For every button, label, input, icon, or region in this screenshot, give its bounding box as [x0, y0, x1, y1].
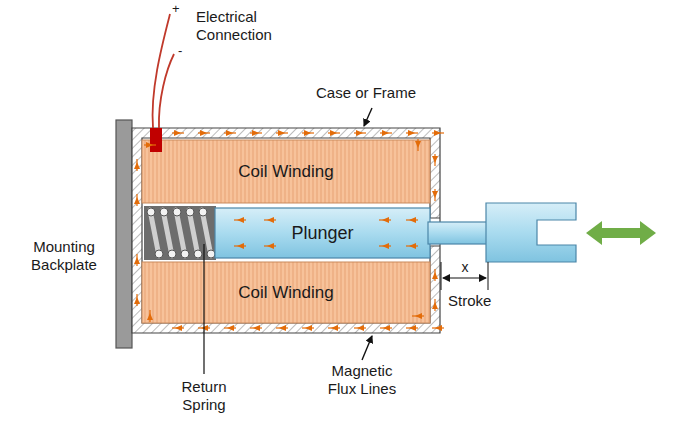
spring-chamber [144, 206, 216, 260]
flux-arrows [134, 130, 444, 331]
flux-arrow [435, 325, 442, 331]
flux-arrow [175, 325, 182, 331]
flux-arrow [134, 197, 140, 204]
flux-arrow [305, 325, 312, 331]
spring-coil [163, 210, 172, 256]
flux-arrow [146, 142, 153, 148]
part-label: Mounting Backplate [14, 238, 114, 274]
part-label: Magnetic Flux Lines [316, 362, 408, 398]
leader-line [362, 336, 372, 360]
node-text: Coil Winding [238, 162, 333, 182]
flux-arrow [432, 302, 438, 309]
leader-line [203, 244, 204, 374]
part-label: Case or Frame [316, 84, 446, 102]
flux-arrow [383, 325, 390, 331]
flux-arrow [432, 156, 438, 163]
flux-arrow [134, 162, 140, 169]
coil-winding: Coil Winding [142, 140, 430, 203]
flux-arrow [227, 325, 234, 331]
spring-coil [189, 210, 198, 256]
flux-arrow [252, 130, 259, 136]
flux-arrow [267, 243, 274, 249]
wire [159, 54, 174, 128]
dimension-tick [488, 262, 489, 290]
terminal-sign: - [178, 42, 192, 60]
flux-arrow [147, 313, 153, 320]
flux-arrow [279, 325, 286, 331]
flux-arrow [434, 130, 441, 136]
flux-arrow [432, 272, 438, 279]
dimension-tick [441, 262, 442, 290]
flux-arrow [237, 243, 244, 249]
plunger [215, 208, 430, 258]
backplate [116, 120, 132, 348]
flux-arrow [174, 130, 181, 136]
spring-coil [168, 250, 176, 258]
flux-arrow [415, 313, 422, 319]
spring-coil [199, 208, 207, 216]
terminal-sign: + [172, 0, 186, 18]
flux-arrow [356, 130, 363, 136]
flux-arrow [331, 325, 338, 331]
clevis [486, 203, 576, 262]
flux-arrow [200, 130, 207, 136]
coil-winding [142, 262, 430, 323]
spring-coil [202, 210, 211, 256]
spring-coil [186, 208, 194, 216]
dimension-line [443, 278, 486, 279]
flux-arrow [409, 217, 416, 223]
flux-arrow [382, 243, 389, 249]
node-text: Coil Winding [238, 283, 333, 303]
spring-coil [150, 210, 159, 256]
spring-coil [147, 208, 155, 216]
spring-coil [176, 210, 185, 256]
dimension-label: Stroke [448, 292, 508, 310]
node-text: Plunger [291, 223, 353, 244]
flux-arrow [432, 191, 438, 198]
dimension-symbol: x [458, 258, 472, 276]
motion-arrow [586, 221, 656, 245]
flux-arrow [253, 325, 260, 331]
flux-arrow [226, 130, 233, 136]
flux-arrow [415, 141, 421, 148]
leader-line [364, 108, 372, 126]
part-label: Return Spring [158, 378, 250, 414]
flux-arrow [278, 130, 285, 136]
flux-arrow [330, 130, 337, 136]
spring-coil [207, 250, 215, 258]
coil-winding [142, 140, 430, 203]
flux-arrow [409, 325, 416, 331]
case-frame [132, 128, 440, 333]
flux-arrow [382, 217, 389, 223]
part-label: Electrical Connection [196, 8, 296, 44]
flux-arrow [237, 217, 244, 223]
terminal [150, 128, 162, 152]
spring-coil [173, 208, 181, 216]
flux-arrow [267, 217, 274, 223]
spring-coil [155, 250, 163, 258]
flux-arrow [382, 130, 389, 136]
plunger-rod [428, 222, 490, 244]
spring-coil [160, 208, 168, 216]
coil-winding: Coil Winding [142, 262, 430, 323]
flux-arrow [408, 130, 415, 136]
spring-coil [194, 250, 202, 258]
flux-arrow [357, 325, 364, 331]
plunger: Plunger [215, 208, 430, 258]
flux-arrow [304, 130, 311, 136]
spring-coil [181, 250, 189, 258]
flux-arrow [409, 243, 416, 249]
return-spring [147, 208, 215, 258]
flux-arrow [134, 297, 140, 304]
flux-arrow [134, 257, 140, 264]
